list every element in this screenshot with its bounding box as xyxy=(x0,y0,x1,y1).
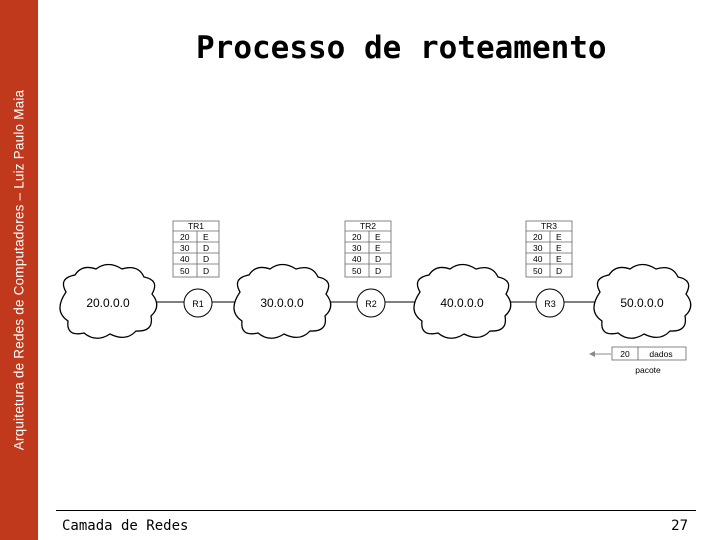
table-cell: 40 xyxy=(180,254,190,264)
router-label: R3 xyxy=(544,299,556,309)
network-cloud-1: 20.0.0.0 xyxy=(59,263,158,339)
table-cell: E xyxy=(556,232,562,242)
footer-divider xyxy=(56,510,696,511)
table-title: TR3 xyxy=(541,221,557,231)
routing-table-tr1: TR1 20 E 30 D 40 D 50 D xyxy=(172,220,220,278)
network-cloud-3: 40.0.0.0 xyxy=(413,263,512,339)
router-label: R2 xyxy=(365,299,377,309)
network-label: 20.0.0.0 xyxy=(86,296,130,310)
table-cell: D xyxy=(375,254,381,264)
table-cell: D xyxy=(203,243,209,253)
network-label: 50.0.0.0 xyxy=(620,296,664,310)
table-cell: 30 xyxy=(533,243,543,253)
router-r2: R2 xyxy=(356,288,386,318)
router-label: R1 xyxy=(192,299,204,309)
table-cell: E xyxy=(375,232,381,242)
table-title: TR2 xyxy=(360,221,376,231)
packet-data: dados xyxy=(649,349,672,359)
network-cloud-2: 30.0.0.0 xyxy=(233,263,332,339)
table-cell: 20 xyxy=(533,232,543,242)
router-r1: R1 xyxy=(183,288,213,318)
table-cell: E xyxy=(556,254,562,264)
table-cell: 50 xyxy=(352,266,362,276)
network-label: 40.0.0.0 xyxy=(440,296,484,310)
network-cloud-4: 50.0.0.0 xyxy=(593,263,692,339)
packet: 20 dados pacote xyxy=(589,346,687,375)
footer-section-title: Camada de Redes xyxy=(62,518,189,534)
table-cell: 30 xyxy=(352,243,362,253)
router-icon xyxy=(356,288,386,318)
router-icon xyxy=(183,288,213,318)
table-cell: 50 xyxy=(180,266,190,276)
router-icon xyxy=(535,288,565,318)
table-cell: D xyxy=(203,266,209,276)
sidebar-bar: Arquitetura de Redes de Computadores – L… xyxy=(0,0,38,540)
routing-table-tr2: TR2 20 E 30 E 40 D 50 D xyxy=(344,220,392,278)
table-cell: 30 xyxy=(180,243,190,253)
table-cell: D xyxy=(375,266,381,276)
router-r3: R3 xyxy=(535,288,565,318)
table-cell: E xyxy=(556,243,562,253)
arrow-head xyxy=(589,351,595,357)
table-cell: 40 xyxy=(352,254,362,264)
table-title: TR1 xyxy=(188,221,204,231)
table-cell: E xyxy=(375,243,381,253)
routing-table-tr3: TR3 20 E 30 E 40 E 50 D xyxy=(525,220,573,278)
packet-address: 20 xyxy=(620,349,630,359)
table-cell: E xyxy=(203,232,209,242)
table-cell: 20 xyxy=(180,232,190,242)
table-cell: D xyxy=(203,254,209,264)
packet-caption: pacote xyxy=(635,365,661,375)
table-cell: 20 xyxy=(352,232,362,242)
table-cell: D xyxy=(556,266,562,276)
network-label: 30.0.0.0 xyxy=(260,296,304,310)
page-number: 27 xyxy=(671,518,688,534)
table-cell: 40 xyxy=(533,254,543,264)
table-cell: 50 xyxy=(533,266,543,276)
slide-title: Processo de roteamento xyxy=(196,30,607,66)
